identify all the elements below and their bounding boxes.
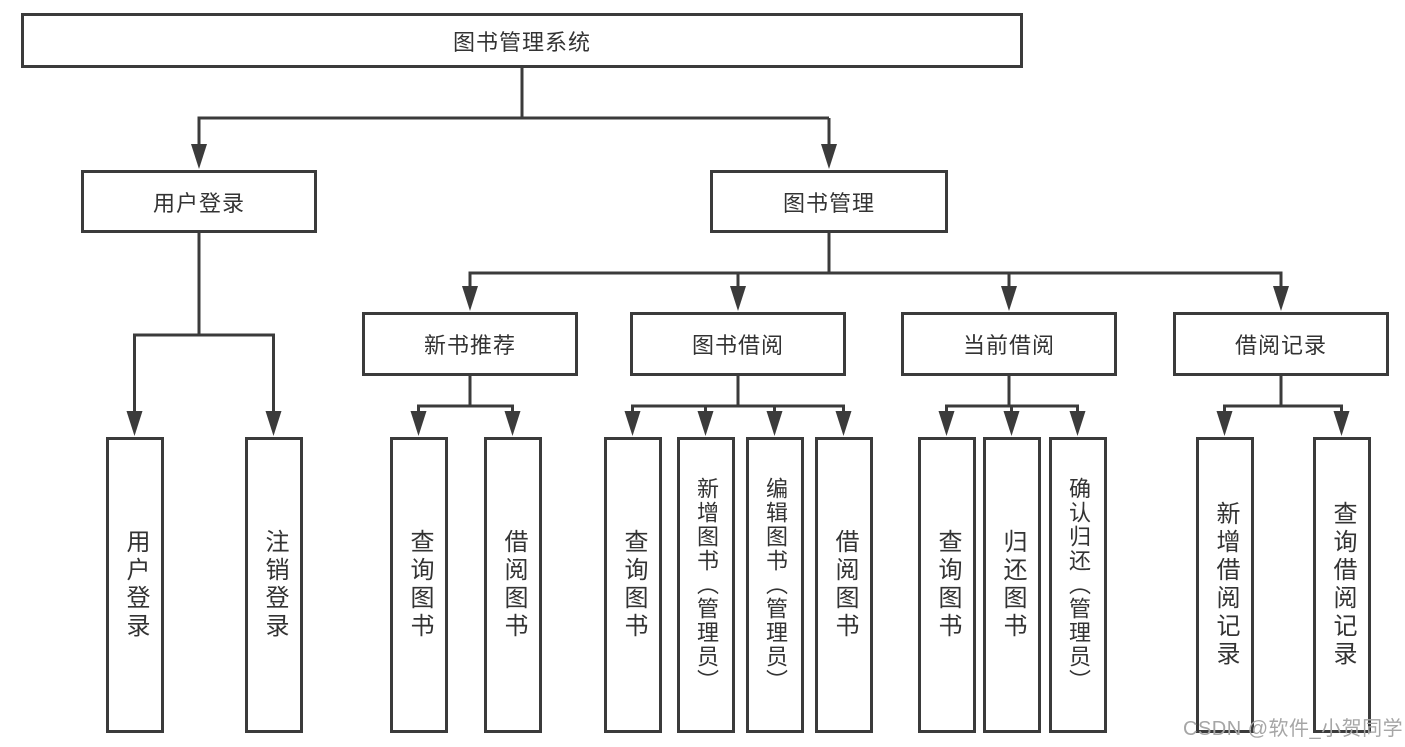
node-borrow-records-label: 借阅记录 <box>1234 333 1327 358</box>
leaf-logout: 注销登录 <box>245 437 303 733</box>
node-library-system: 图书管理系统 <box>21 13 1023 68</box>
leaf-query-books-current-label: 查询图书 <box>934 529 961 641</box>
leaf-borrow-books-recommend-label: 借阅图书 <box>500 529 527 641</box>
node-current-borrowing: 当前借阅 <box>901 312 1117 376</box>
node-book-management: 图书管理 <box>710 170 948 233</box>
node-borrow-records: 借阅记录 <box>1173 312 1389 376</box>
leaf-query-books-recommend: 查询图书 <box>390 437 448 733</box>
leaf-query-borrow-record-label: 查询借阅记录 <box>1329 501 1356 669</box>
leaf-confirm-return-admin-label: 确认归还（管理员） <box>1066 477 1091 693</box>
leaf-user-login-label: 用户登录 <box>122 529 149 641</box>
leaf-query-books-borrow-label: 查询图书 <box>620 529 647 641</box>
leaf-add-books-admin-label: 新增图书（管理员） <box>694 477 719 693</box>
node-new-book-recommend: 新书推荐 <box>362 312 578 376</box>
leaf-add-books-admin: 新增图书（管理员） <box>677 437 735 733</box>
leaf-borrow-books-recommend: 借阅图书 <box>484 437 542 733</box>
node-user-login: 用户登录 <box>81 170 317 233</box>
leaf-add-borrow-record-label: 新增借阅记录 <box>1212 501 1239 669</box>
leaf-edit-books-admin: 编辑图书（管理员） <box>746 437 804 733</box>
leaf-borrow-books-borrow: 借阅图书 <box>815 437 873 733</box>
leaf-user-login: 用户登录 <box>106 437 164 733</box>
node-book-borrowing-label: 图书借阅 <box>691 333 784 358</box>
node-current-borrowing-label: 当前借阅 <box>962 333 1055 358</box>
leaf-edit-books-admin-label: 编辑图书（管理员） <box>763 477 788 693</box>
node-library-system-label: 图书管理系统 <box>452 29 591 55</box>
leaf-return-books-label: 归还图书 <box>999 529 1026 641</box>
leaf-logout-label: 注销登录 <box>261 529 288 641</box>
leaf-return-books: 归还图书 <box>983 437 1041 733</box>
node-new-book-recommend-label: 新书推荐 <box>423 333 516 358</box>
leaf-query-borrow-record: 查询借阅记录 <box>1313 437 1371 733</box>
node-book-borrowing: 图书借阅 <box>630 312 846 376</box>
leaf-query-books-recommend-label: 查询图书 <box>406 529 433 641</box>
leaf-query-books-current: 查询图书 <box>918 437 976 733</box>
leaf-add-borrow-record: 新增借阅记录 <box>1196 437 1254 733</box>
node-user-login-label: 用户登录 <box>152 190 245 216</box>
leaf-query-books-borrow: 查询图书 <box>604 437 662 733</box>
leaf-borrow-books-borrow-label: 借阅图书 <box>831 529 858 641</box>
node-book-management-label: 图书管理 <box>782 190 875 216</box>
leaf-confirm-return-admin: 确认归还（管理员） <box>1049 437 1107 733</box>
watermark: CSDN @软件_小贺同学 <box>1183 718 1404 740</box>
